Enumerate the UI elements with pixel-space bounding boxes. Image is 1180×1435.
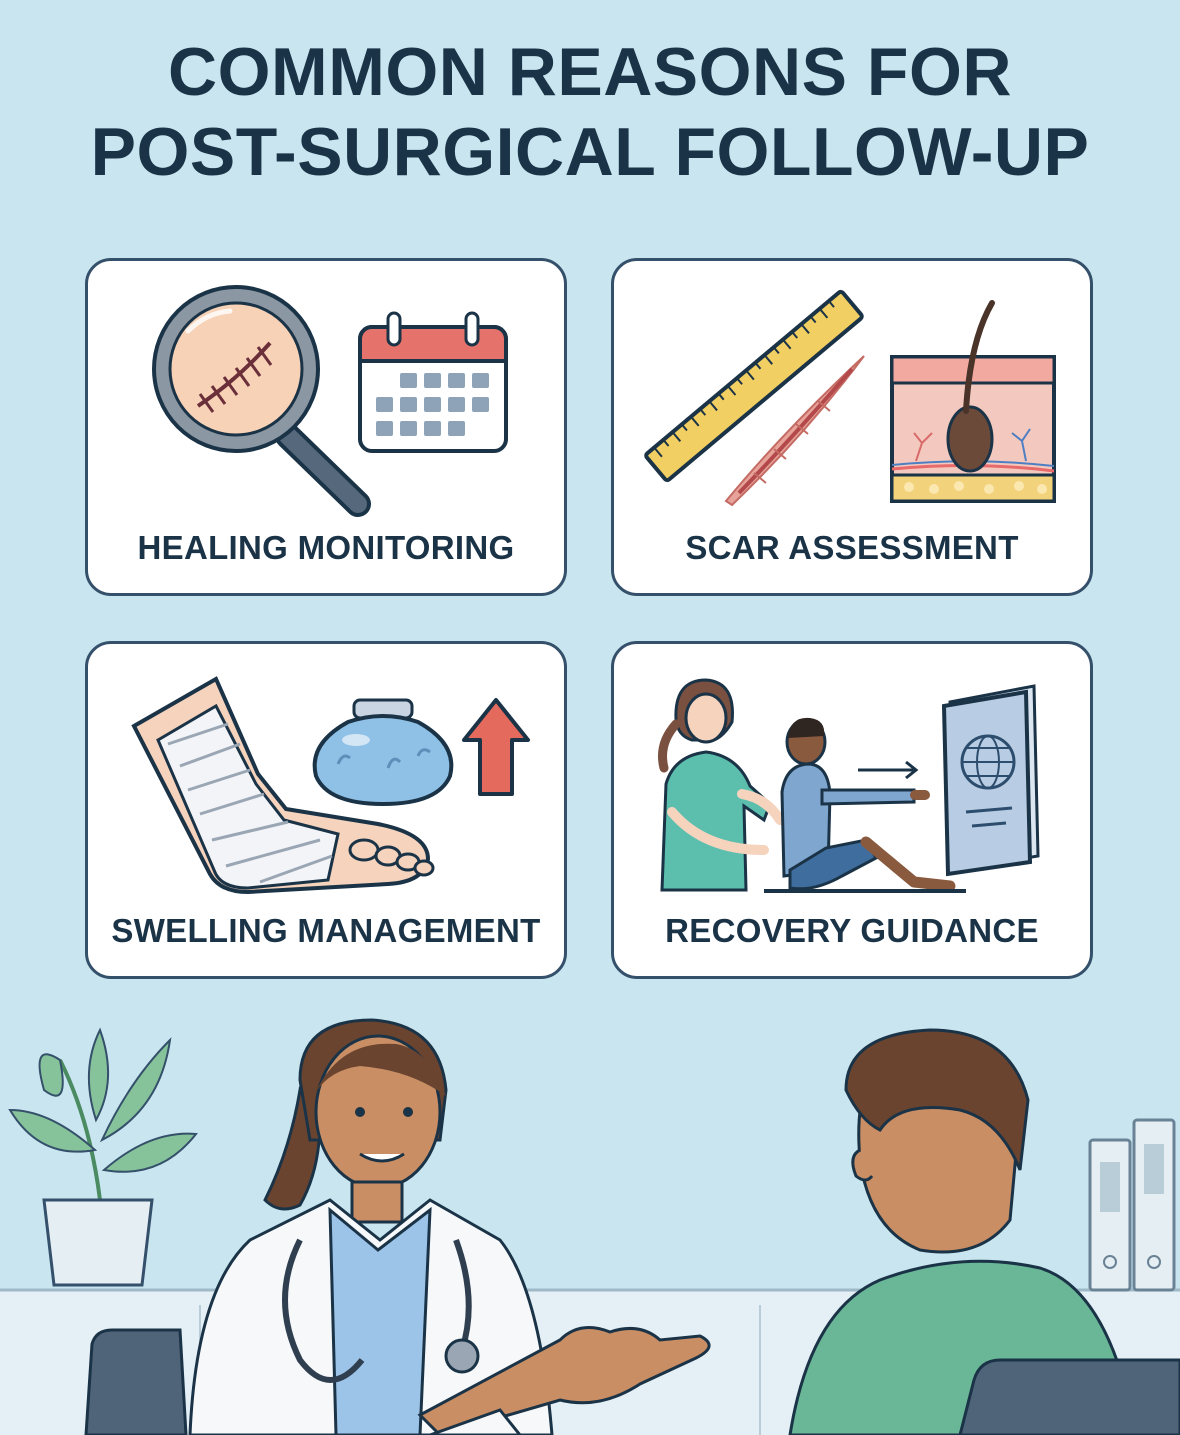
card-swelling-management: SWELLING MANAGEMENT <box>85 641 567 979</box>
title-line-1: COMMON REASONS FOR <box>168 34 1012 110</box>
doctor <box>188 1018 711 1435</box>
recovery-illustration <box>658 678 1040 893</box>
scar-icon <box>724 355 865 507</box>
page-title: COMMON REASONS FOR POST-SURGICAL FOLLOW-… <box>0 32 1180 192</box>
skin-cross-section-icon <box>890 300 1056 503</box>
binders <box>1088 1118 1176 1292</box>
card-label-scar: SCAR ASSESSMENT <box>685 529 1019 566</box>
card-scar-assessment: SCAR ASSESSMENT <box>611 258 1093 596</box>
card-recovery-guidance: RECOVERY GUIDANCE <box>611 641 1093 979</box>
ice-pack-icon <box>312 698 454 807</box>
swelling-illustration <box>131 676 530 895</box>
guidance-booklet-icon <box>941 684 1040 877</box>
patient <box>788 1028 1180 1435</box>
consultation-scene <box>0 1018 1180 1435</box>
card-label-recovery: RECOVERY GUIDANCE <box>665 912 1039 949</box>
card-label-swelling: SWELLING MANAGEMENT <box>111 912 541 949</box>
potted-plant <box>8 1027 198 1287</box>
calendar-icon <box>358 311 508 453</box>
card-healing-monitoring: HEALING MONITORING <box>85 258 567 596</box>
physical-therapy-icon <box>658 678 966 893</box>
ruler-icon <box>644 289 864 483</box>
card-label-healing: HEALING MONITORING <box>137 529 515 566</box>
healing-illustration <box>152 285 508 517</box>
bandaged-foot-icon <box>131 676 435 895</box>
title-line-2: POST-SURGICAL FOLLOW-UP <box>90 114 1090 190</box>
magnifier-incision-icon <box>152 285 371 517</box>
scar-illustration <box>644 289 1056 507</box>
elevate-arrow-icon <box>462 698 530 796</box>
